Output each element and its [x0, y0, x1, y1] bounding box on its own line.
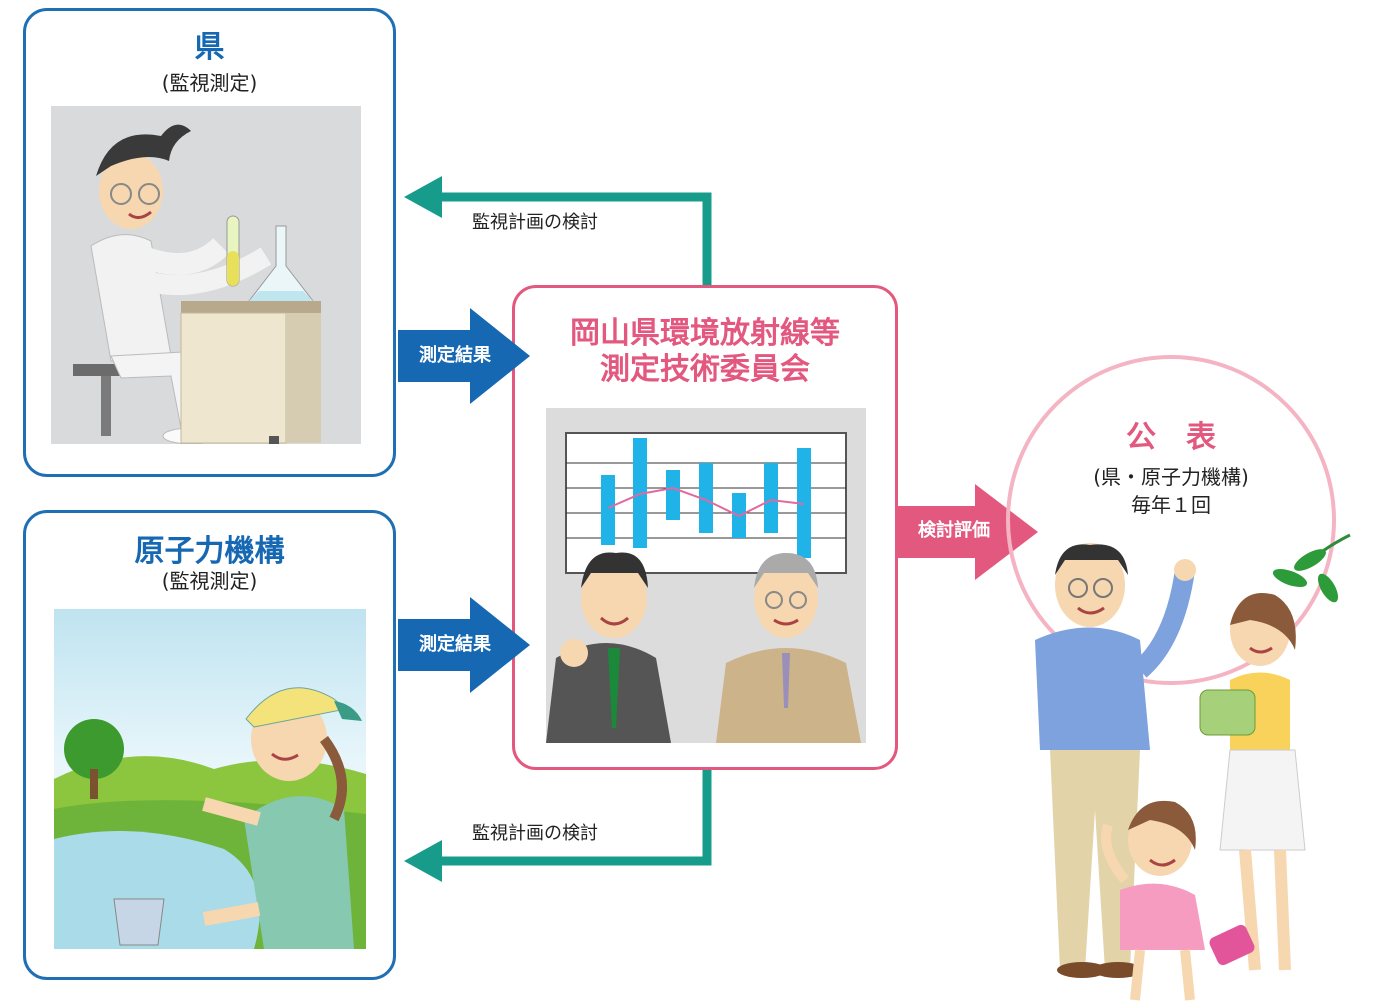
field-sampling-illustration — [54, 609, 366, 949]
publication-title: 公 表 — [1126, 420, 1216, 455]
result-arrow-bottom — [398, 597, 530, 693]
review-arrowhead-top — [404, 176, 442, 218]
review-arrow-top — [440, 192, 712, 285]
publication-line2: 毎年１回 — [1131, 493, 1211, 517]
committee-meeting-illustration — [546, 408, 866, 743]
prefecture-title: 県 — [194, 30, 225, 65]
prefecture-panel: 県 (監視測定) — [23, 8, 396, 477]
committee-title-line1: 岡山県環境放射線等 — [570, 316, 840, 351]
review-arrowhead-bottom — [404, 840, 442, 882]
review-label-top: 監視計画の検討 — [472, 212, 598, 233]
result-label-top: 測定結果 — [419, 345, 491, 366]
jaea-title: 原子力機構 — [134, 534, 285, 569]
committee-title-line2: 測定技術委員会 — [600, 352, 810, 387]
evaluation-label: 検討評価 — [918, 520, 990, 541]
prefecture-subtitle: (監視測定) — [161, 71, 258, 95]
committee-panel: 岡山県環境放射線等 測定技術委員会 — [512, 285, 898, 770]
publication-line1: (県・原子力機構) — [1093, 465, 1249, 489]
evaluation-arrow — [898, 484, 1038, 580]
jaea-panel: 原子力機構 (監視測定) — [23, 510, 396, 980]
jaea-subtitle: (監視測定) — [161, 569, 258, 593]
result-label-bottom: 測定結果 — [419, 634, 491, 655]
family-illustration — [1035, 533, 1351, 1001]
lab-illustration — [51, 106, 361, 444]
review-label-bottom: 監視計画の検討 — [472, 823, 598, 844]
result-arrow-top — [398, 308, 530, 404]
review-arrow-bottom — [440, 770, 712, 866]
publication-circle — [1006, 355, 1336, 685]
